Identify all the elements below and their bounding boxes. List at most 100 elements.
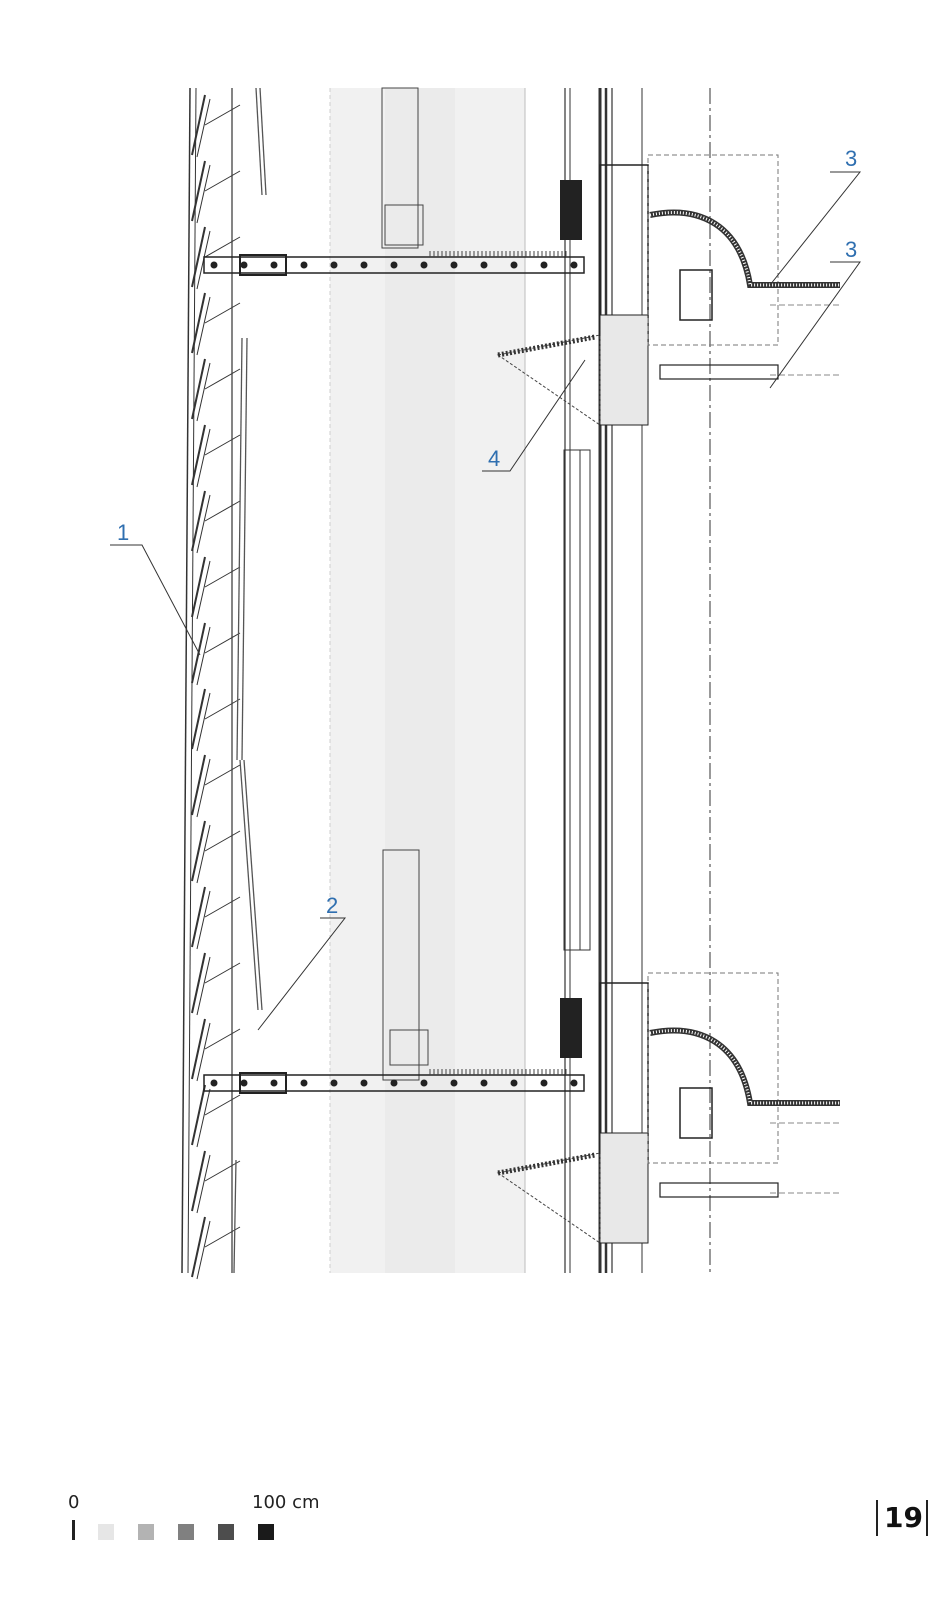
louver-blade-edge (196, 428, 211, 488)
bolt (360, 261, 368, 269)
louver-blade (191, 1150, 206, 1212)
louver-blade (191, 424, 206, 486)
bolt (360, 1079, 368, 1087)
louver-arm (204, 764, 241, 786)
callout-1: 1 (117, 520, 130, 545)
leader-3b (769, 261, 861, 389)
scale-swatch (218, 1524, 234, 1540)
louver-blade-edge (196, 98, 211, 158)
callout-4: 4 (488, 446, 501, 471)
bolt (270, 261, 278, 269)
bolt (270, 1079, 278, 1087)
louver-arm (204, 1160, 241, 1182)
bolt (450, 261, 458, 269)
louver-blade-edge (196, 1088, 211, 1148)
bolt (570, 1079, 578, 1087)
flap-spring (497, 334, 596, 358)
hinged-flap (496, 334, 601, 426)
duct-hose-rib (649, 1029, 840, 1105)
louver-arm (204, 566, 241, 588)
scale-zero-tick (72, 1520, 75, 1540)
louver-arm (204, 896, 241, 918)
floor-build-up (647, 154, 779, 346)
scale-swatch (178, 1524, 194, 1540)
louver-blade-edge (196, 362, 211, 422)
louver-blade-edge (196, 758, 211, 818)
louver-blade (191, 754, 206, 816)
louver-blade (191, 94, 206, 156)
scale-swatch (138, 1524, 154, 1540)
callout-3-lower: 3 (845, 237, 858, 262)
louver-blade-edge (196, 626, 211, 686)
louver-arm (204, 962, 241, 984)
bolt (300, 1079, 308, 1087)
louver-arm (204, 236, 241, 258)
duct-hose (649, 1027, 840, 1106)
louver-blade-edge (196, 296, 211, 356)
bolt (330, 1079, 338, 1087)
callout-3-upper: 3 (845, 146, 858, 171)
bolt (450, 1079, 458, 1087)
bolt (390, 1079, 398, 1087)
louver-arm (204, 434, 241, 456)
bolt (300, 261, 308, 269)
louver-blade (191, 358, 206, 420)
flap-spring (497, 1152, 596, 1176)
page-number: 19 (884, 1501, 923, 1534)
bolt (420, 261, 428, 269)
bolt (420, 1079, 428, 1087)
insulation-panel (599, 314, 649, 426)
hinged-flap (496, 1152, 601, 1244)
bracket-plate (679, 1087, 713, 1139)
louver-blade (191, 1018, 206, 1080)
callout-leaders (110, 171, 862, 1031)
leader-3a (769, 171, 862, 286)
louver-arm (204, 1028, 241, 1050)
bolt (480, 1079, 488, 1087)
bolt (390, 261, 398, 269)
louver-arm (204, 170, 241, 192)
louver-blade-edge (196, 560, 211, 620)
louver-blade (191, 1216, 206, 1278)
bolt (210, 1079, 218, 1087)
bolt (210, 261, 218, 269)
louver-blade (191, 490, 206, 552)
bolt (240, 1079, 248, 1087)
floor-finish (659, 1182, 779, 1198)
louver-blade (191, 1084, 206, 1146)
cantilever-beam (203, 256, 585, 274)
bolt (240, 261, 248, 269)
louver-blade-edge (196, 1022, 211, 1082)
bolt (330, 261, 338, 269)
bolt (480, 261, 488, 269)
louver-arm (204, 1094, 241, 1116)
bolt (510, 261, 518, 269)
curtain-wall-mullions (563, 88, 711, 1273)
louver-arm (204, 830, 241, 852)
leader-4 (482, 359, 586, 472)
scale-swatch (258, 1524, 274, 1540)
louver-arm (204, 302, 241, 324)
leader-2 (257, 917, 347, 1031)
scale-start-label: 0 (68, 1492, 80, 1513)
louver-linkage (233, 87, 267, 1274)
duct-hose (649, 209, 840, 288)
louver-blade-edge (196, 824, 211, 884)
louver-arm (204, 368, 241, 390)
leader-1 (110, 544, 201, 656)
louver-blade (191, 292, 206, 354)
louver-blades (191, 94, 241, 1280)
louver-blade-edge (196, 692, 211, 752)
louver-blade-edge (196, 1154, 211, 1214)
louver-arm (204, 698, 241, 720)
louver-blade (191, 820, 206, 882)
cantilever-beam (203, 1074, 585, 1092)
beam-bracket (239, 1072, 287, 1094)
bolt (540, 261, 548, 269)
page-number-bar-left (876, 1500, 878, 1536)
outer-louver-layer (181, 87, 241, 1280)
actuator-box (560, 998, 582, 1058)
louver-blade (191, 688, 206, 750)
louver-blade (191, 886, 206, 948)
insulation-panel (599, 1132, 649, 1244)
